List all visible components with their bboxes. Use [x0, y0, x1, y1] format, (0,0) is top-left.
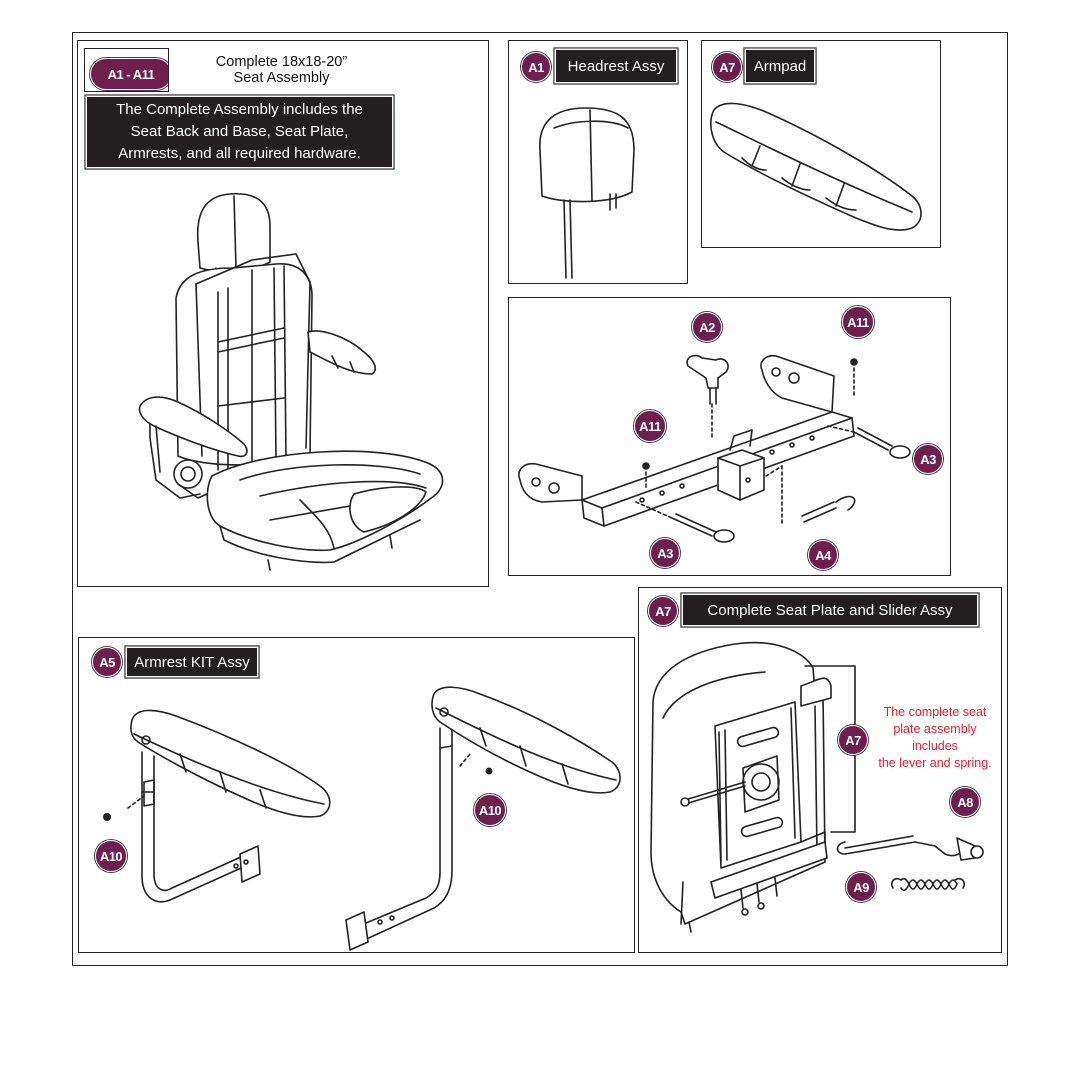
seat-plate-title: Complete Seat Plate and Slider Assy	[683, 595, 977, 625]
armrest-left-illustration	[120, 700, 340, 920]
headrest-title: Headrest Assy	[556, 50, 676, 82]
armrest-screw-right	[485, 767, 493, 775]
complete-seat-desc-line1: The Complete Assembly includes the	[116, 101, 363, 118]
armpad-illustration	[706, 96, 936, 241]
badge-a1-a11: A1 - A11	[90, 58, 172, 90]
seat-plate-note-line1: The complete seat	[883, 705, 987, 719]
callout-a2: A2	[692, 312, 722, 342]
callout-a10-right: A10	[474, 794, 506, 826]
headrest-illustration	[530, 100, 680, 280]
armrest-right-illustration	[340, 682, 630, 952]
badge-a7-seat-plate: A7	[648, 596, 678, 626]
panel-hardware	[508, 297, 951, 576]
seat-assembly-illustration	[120, 180, 460, 570]
callout-a7-plate: A7	[838, 725, 868, 755]
callout-a10-left: A10	[95, 840, 127, 872]
complete-seat-desc-line2: Seat Back and Base, Seat Plate,	[130, 123, 349, 140]
complete-seat-title-line2: Seat Assembly	[233, 70, 330, 86]
callout-a3-bottom: A3	[650, 538, 680, 568]
callout-a4: A4	[808, 540, 838, 570]
seat-plate-illustration	[645, 632, 995, 942]
callout-a11-left: A11	[634, 410, 666, 442]
armrest-kit-title: Armrest KIT Assy	[127, 648, 257, 676]
callout-a3-right: A3	[913, 444, 943, 474]
badge-a5: A5	[92, 647, 122, 677]
armrest-screw-left	[103, 813, 111, 821]
complete-seat-description: The Complete Assembly includes the Seat …	[87, 97, 392, 167]
seat-plate-note-line2: plate assembly	[893, 722, 977, 736]
callout-a11-top: A11	[842, 306, 874, 338]
callout-a8: A8	[950, 787, 980, 817]
seat-frame-illustration	[512, 340, 947, 540]
armpad-title: Armpad	[746, 50, 814, 82]
seat-plate-note-line4: the lever and spring.	[878, 756, 992, 770]
badge-a1: A1	[521, 52, 551, 82]
callout-a9: A9	[846, 872, 876, 902]
complete-seat-title: Complete 18x18-20” Seat Assembly	[168, 48, 394, 92]
complete-seat-desc-line3: Armrests, and all required hardware.	[118, 145, 361, 162]
complete-seat-title-line1: Complete 18x18-20”	[215, 54, 348, 70]
seat-plate-note-line3: includes	[912, 739, 958, 753]
seat-plate-note: The complete seat plate assembly include…	[870, 704, 1000, 772]
badge-a7-armpad: A7	[712, 52, 742, 82]
